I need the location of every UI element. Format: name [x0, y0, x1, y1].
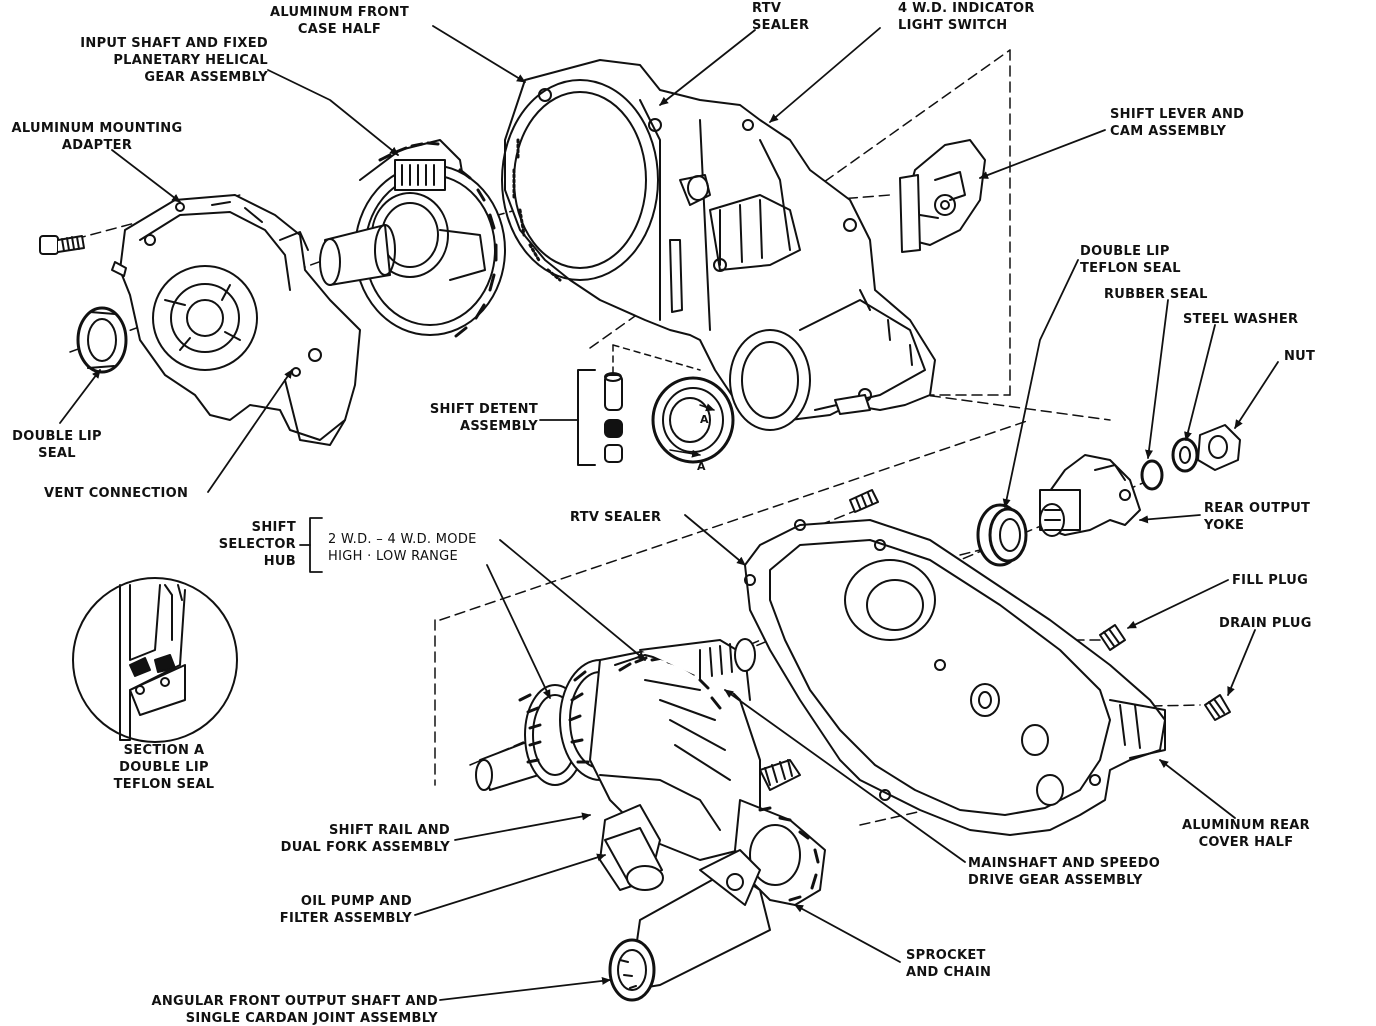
label-sprocket-chain: SPROCKET AND CHAIN — [906, 947, 991, 981]
internal-gear-chain-assembly — [475, 638, 826, 1002]
label-vent-connection: VENT CONNECTION — [44, 485, 188, 502]
label-detent-marker-a-upper: A — [700, 411, 709, 428]
label-line: FILTER ASSEMBLY — [279, 911, 412, 926]
label-line: CASE HALF — [297, 22, 382, 37]
label-mainshaft: MAINSHAFT AND SPEEDO DRIVE GEAR ASSEMBLY — [968, 855, 1160, 889]
label-line: OIL PUMP AND — [300, 894, 412, 909]
label-shift-rail: SHIFT RAIL AND DUAL FORK ASSEMBLY — [250, 822, 450, 856]
label-aluminum-rear-cover: ALUMINUM REAR COVER HALF — [1168, 817, 1324, 851]
label-line: REAR OUTPUT — [1204, 501, 1311, 516]
label-line: SHIFT DETENT — [429, 402, 538, 417]
label-line: A — [700, 413, 709, 426]
label-line: 4 W.D. INDICATOR — [898, 1, 1035, 16]
label-line: DOUBLE LIP — [12, 429, 102, 444]
label-line: DOUBLE LIP — [119, 760, 209, 775]
label-line: DUAL FORK ASSEMBLY — [280, 840, 450, 855]
label-line: ALUMINUM FRONT — [270, 5, 409, 20]
label-steel-washer: STEEL WASHER — [1183, 311, 1298, 328]
bolt-left — [39, 235, 85, 255]
label-rtv-sealer-top: RTV SEALER — [752, 0, 809, 34]
label-line: SHIFT RAIL AND — [328, 823, 450, 838]
label-line: ANGULAR FRONT OUTPUT SHAFT AND — [151, 994, 438, 1009]
label-front-output-shaft: ANGULAR FRONT OUTPUT SHAFT AND SINGLE CA… — [100, 993, 438, 1026]
label-line: DRIVE GEAR ASSEMBLY — [968, 873, 1143, 888]
label-rubber-seal: RUBBER SEAL — [1104, 286, 1208, 303]
leader-lines — [59, 25, 1279, 1001]
label-shift-selector-hub: SHIFT SELECTOR HUB — [196, 519, 296, 570]
fill-drain-plugs — [1099, 624, 1231, 721]
label-section-a: SECTION A DOUBLE LIP TEFLON SEAL — [80, 742, 248, 793]
label-oil-pump: OIL PUMP AND FILTER ASSEMBLY — [240, 893, 412, 927]
label-line: ASSEMBLY — [459, 419, 538, 434]
label-line: CAM ASSEMBLY — [1110, 124, 1227, 139]
label-line: FILL PLUG — [1232, 573, 1309, 588]
mounting-adapter — [111, 194, 361, 446]
label-rtv-sealer-mid: RTV SEALER — [570, 509, 661, 526]
rear-cover-half — [744, 519, 1166, 836]
label-line: ALUMINUM REAR — [1182, 818, 1310, 833]
label-indicator-light-switch: 4 W.D. INDICATOR LIGHT SWITCH — [898, 0, 1035, 34]
label-line: HUB — [263, 554, 296, 569]
shift-detent-assembly — [577, 344, 701, 466]
label-line: A — [697, 460, 706, 473]
detent-bearing-a — [651, 376, 735, 464]
label-line: SELECTOR — [218, 537, 296, 552]
label-rear-output-yoke: REAR OUTPUT YOKE — [1204, 500, 1310, 534]
label-double-lip-seal: DOUBLE LIP SEAL — [2, 428, 112, 462]
label-drain-plug: DRAIN PLUG — [1219, 615, 1312, 632]
label-line: SPROCKET — [906, 948, 986, 963]
label-line: VENT CONNECTION — [44, 486, 189, 501]
input-shaft-gear-assembly — [319, 139, 506, 338]
label-line: SECTION A — [123, 743, 205, 758]
label-aluminum-mounting-adapter: ALUMINUM MOUNTING ADAPTER — [2, 120, 192, 154]
label-line: SEALER — [752, 18, 810, 33]
label-nut: NUT — [1284, 348, 1315, 365]
shift-lever-cam-assembly — [899, 139, 986, 253]
label-line: DOUBLE LIP — [1080, 244, 1170, 259]
label-line: RTV SEALER — [570, 510, 662, 525]
label-line: ALUMINUM MOUNTING — [11, 121, 183, 136]
label-double-lip-teflon-seal: DOUBLE LIP TEFLON SEAL — [1080, 243, 1181, 277]
label-mode-range: 2 W.D. – 4 W.D. MODE HIGH · LOW RANGE — [328, 531, 477, 565]
bolt-mid — [849, 489, 879, 513]
label-line: GEAR ASSEMBLY — [144, 70, 268, 85]
label-line: LIGHT SWITCH — [898, 18, 1008, 33]
label-line: SINGLE CARDAN JOINT ASSEMBLY — [185, 1011, 438, 1026]
label-line: INPUT SHAFT AND FIXED — [80, 36, 268, 51]
label-line: NUT — [1284, 349, 1316, 364]
section-a-inset — [72, 577, 238, 743]
label-fill-plug: FILL PLUG — [1232, 572, 1308, 589]
label-line: RTV — [752, 1, 782, 16]
label-line: PLANETARY HELICAL — [113, 53, 268, 68]
selector-hub-bracket — [299, 517, 323, 573]
label-aluminum-front-case-half: ALUMINUM FRONT CASE HALF — [270, 4, 409, 38]
label-line: DRAIN PLUG — [1219, 616, 1312, 631]
label-line: SEAL — [38, 446, 76, 461]
label-line: 2 W.D. – 4 W.D. MODE — [328, 532, 477, 547]
label-line: ADAPTER — [61, 138, 133, 153]
label-line: SHIFT LEVER AND — [1110, 107, 1245, 122]
label-input-shaft: INPUT SHAFT AND FIXED PLANETARY HELICAL … — [50, 35, 268, 86]
label-line: MAINSHAFT AND SPEEDO — [968, 856, 1161, 871]
label-line: SHIFT — [251, 520, 296, 535]
label-line: HIGH · LOW RANGE — [328, 549, 459, 564]
label-line: YOKE — [1204, 518, 1245, 533]
label-shift-detent: SHIFT DETENT ASSEMBLY — [400, 401, 538, 435]
label-shift-lever: SHIFT LEVER AND CAM ASSEMBLY — [1110, 106, 1244, 140]
label-line: STEEL WASHER — [1183, 312, 1299, 327]
rear-output-parts — [976, 424, 1241, 567]
front-case-half — [501, 59, 936, 431]
label-line: COVER HALF — [1198, 835, 1294, 850]
double-lip-seal-left — [76, 306, 128, 374]
label-detent-marker-a-lower: A — [697, 458, 706, 475]
label-line: TEFLON SEAL — [113, 777, 215, 792]
label-line: RUBBER SEAL — [1104, 287, 1208, 302]
label-line: TEFLON SEAL — [1080, 261, 1181, 276]
label-line: AND CHAIN — [906, 965, 992, 980]
